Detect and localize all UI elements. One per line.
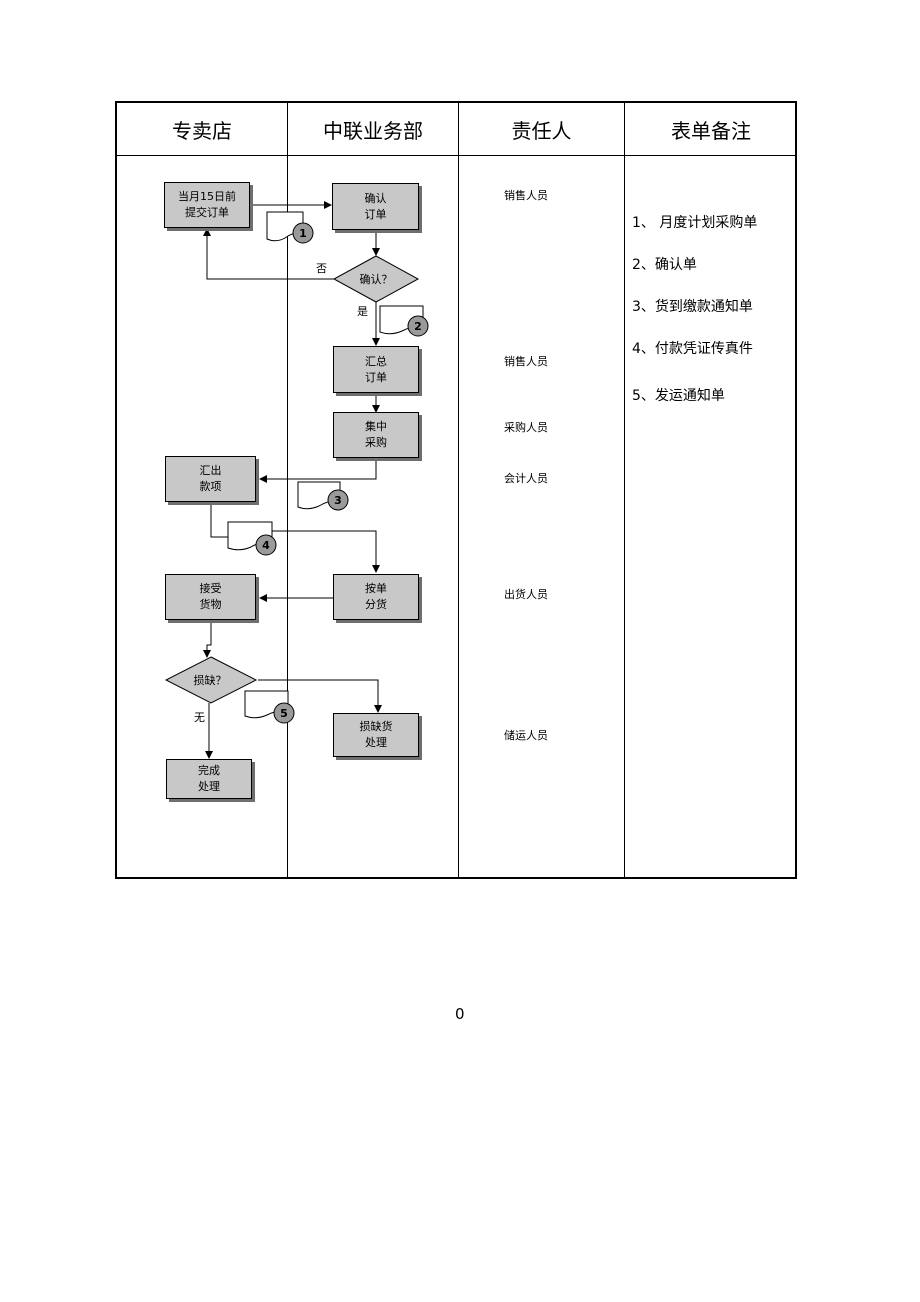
doc-number-5: 5 [280,707,288,720]
diamond-damage-label: 损缺？ [193,674,227,687]
box-confirm-order: 确认 订单 [332,183,419,230]
diamond-confirm-label: 确认？ [359,273,393,286]
note-item-5: 5、发运通知单 [632,388,725,404]
responsible-sales-2: 销售人员 [504,355,548,368]
responsible-purchase: 采购人员 [504,421,548,434]
doc-number-3: 3 [334,494,342,507]
header-responsible: 责任人 [511,118,572,143]
column-divider [458,103,459,877]
box-damage-handling: 损缺货 处理 [333,713,419,757]
responsible-logistics: 储运人员 [504,729,548,742]
column-divider [624,103,625,877]
doc-number-2: 2 [414,320,422,333]
header-divider [117,155,795,156]
doc-number-1: 1 [299,227,307,240]
box-receive-goods: 接受 货物 [165,574,256,620]
header-form-notes: 表单备注 [671,118,751,143]
responsible-shipping: 出货人员 [504,588,548,601]
page-number: 0 [455,1005,465,1023]
header-business-dept: 中联业务部 [323,118,423,143]
note-item-1: 1、 月度计划采购单 [632,215,758,231]
branch-no-label: 否 [316,262,327,275]
box-central-purchase: 集中 采购 [333,412,419,458]
responsible-sales-1: 销售人员 [504,189,548,202]
branch-yes-label: 是 [357,305,368,318]
responsible-accounting: 会计人员 [504,472,548,485]
note-item-4: 4、付款凭证传真件 [632,341,753,357]
box-complete-handling: 完成 处理 [166,759,252,799]
decision-diamonds [164,255,420,704]
note-item-3: 3、货到缴款通知单 [632,299,753,315]
box-remit-payment: 汇出 款项 [165,456,256,502]
process-table: 专卖店 中联业务部 责任人 表单备注 [115,101,797,879]
column-divider [287,103,288,877]
doc-number-4: 4 [262,539,270,552]
branch-none-label: 无 [194,711,205,724]
box-submit-order: 当月15日前 提交订单 [164,182,250,228]
header-store: 专卖店 [172,118,232,143]
box-summary-order: 汇总 订单 [333,346,419,393]
note-item-2: 2、确认单 [632,257,697,273]
box-distribute-goods: 按单 分货 [333,574,419,620]
